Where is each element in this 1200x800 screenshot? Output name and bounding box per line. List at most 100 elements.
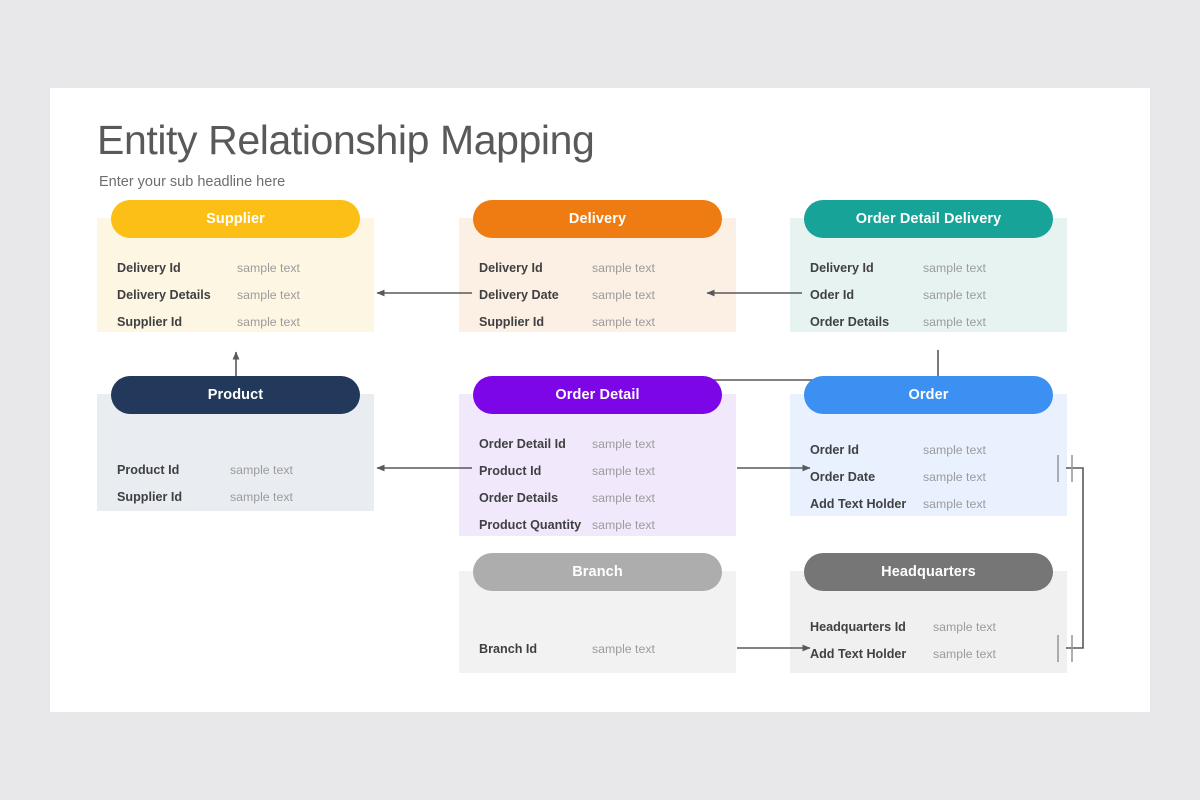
entity-headquarters-rows: Headquarters Id sample text Add Text Hol… — [790, 613, 1067, 667]
row-value: sample text — [592, 260, 655, 275]
row-key: Branch Id — [479, 641, 538, 656]
entity-order-rows: Order Id sample text Order Date sample t… — [790, 436, 1067, 517]
table-row: Product Id sample text — [459, 457, 736, 484]
slide-canvas: Entity Relationship Mapping Enter your s… — [50, 88, 1150, 712]
row-key: Delivery Id — [810, 260, 874, 275]
entity-headquarters[interactable]: Headquarters Headquarters Id sample text… — [790, 553, 1067, 673]
table-row: Add Text Holder sample text — [790, 490, 1067, 517]
row-value: sample text — [923, 287, 986, 302]
row-key: Product Quantity — [479, 517, 582, 532]
entity-supplier-rows: Delivery Id sample text Delivery Details… — [97, 254, 374, 335]
table-row: Supplier Id sample text — [97, 483, 374, 510]
table-row: Oder Id sample text — [790, 281, 1067, 308]
table-row: Order Date sample text — [790, 463, 1067, 490]
entity-order-detail-delivery[interactable]: Order Detail Delivery Delivery Id sample… — [790, 200, 1067, 332]
row-value: sample text — [923, 496, 986, 511]
page-subtitle: Enter your sub headline here — [99, 174, 286, 190]
entity-order-detail[interactable]: Order Detail Order Detail Id sample text… — [459, 376, 736, 536]
table-row: Order Details sample text — [790, 308, 1067, 335]
table-row: Supplier Id sample text — [97, 308, 374, 335]
entity-order-header: Order — [804, 376, 1053, 414]
row-key: Order Detail Id — [479, 436, 566, 451]
row-value: sample text — [592, 641, 655, 656]
entity-product[interactable]: Product Product Id sample text Supplier … — [97, 376, 374, 511]
row-value: sample text — [923, 260, 986, 275]
table-row: Product Quantity sample text — [459, 511, 736, 538]
row-key: Add Text Holder — [810, 496, 907, 511]
entity-branch-header: Branch — [473, 553, 722, 591]
entity-order-title: Order — [908, 387, 949, 403]
entity-product-rows: Product Id sample text Supplier Id sampl… — [97, 456, 374, 510]
row-value: sample text — [230, 489, 293, 504]
entity-order-detail-body — [459, 394, 736, 536]
table-row: Delivery Date sample text — [459, 281, 736, 308]
row-key: Delivery Details — [117, 287, 211, 302]
table-row: Add Text Holder sample text — [790, 640, 1067, 667]
row-key: Add Text Holder — [810, 646, 907, 661]
row-key: Product Id — [117, 462, 180, 477]
entity-headquarters-title: Headquarters — [881, 564, 976, 580]
entity-order-detail-header: Order Detail — [473, 376, 722, 414]
table-row: Order Details sample text — [459, 484, 736, 511]
row-key: Order Details — [810, 314, 890, 329]
table-row: Delivery Details sample text — [97, 281, 374, 308]
table-row: Order Detail Id sample text — [459, 430, 736, 457]
entity-order-detail-delivery-rows: Delivery Id sample text Oder Id sample t… — [790, 254, 1067, 335]
row-value: sample text — [237, 314, 300, 329]
row-key: Delivery Id — [479, 260, 543, 275]
table-row: Headquarters Id sample text — [790, 613, 1067, 640]
row-key: Product Id — [479, 463, 542, 478]
row-value: sample text — [933, 646, 996, 661]
entity-headquarters-header: Headquarters — [804, 553, 1053, 591]
entity-delivery-rows: Delivery Id sample text Delivery Date sa… — [459, 254, 736, 335]
row-value: sample text — [230, 462, 293, 477]
table-row: Branch Id sample text — [459, 635, 736, 662]
page-title: Entity Relationship Mapping — [97, 117, 595, 163]
row-value: sample text — [592, 517, 655, 532]
entity-delivery-title: Delivery — [568, 211, 627, 227]
entity-order-detail-delivery-header: Order Detail Delivery — [804, 200, 1053, 238]
table-row: Delivery Id sample text — [459, 254, 736, 281]
entity-product-header: Product — [111, 376, 360, 414]
table-row: Supplier Id sample text — [459, 308, 736, 335]
row-value: sample text — [592, 436, 655, 451]
row-key: Headquarters Id — [810, 619, 906, 634]
row-key: Order Details — [479, 490, 559, 505]
entity-order-detail-rows: Order Detail Id sample text Product Id s… — [459, 430, 736, 538]
row-key: Delivery Date — [479, 287, 559, 302]
row-value: sample text — [592, 490, 655, 505]
entity-supplier-header: Supplier — [111, 200, 360, 238]
row-key: Supplier Id — [479, 314, 545, 329]
row-value: sample text — [237, 260, 300, 275]
entity-order-detail-delivery-title: Order Detail Delivery — [855, 211, 1002, 227]
row-value: sample text — [592, 314, 655, 329]
row-key: Delivery Id — [117, 260, 181, 275]
row-value: sample text — [592, 463, 655, 478]
entity-delivery-header: Delivery — [473, 200, 722, 238]
table-row: Product Id sample text — [97, 456, 374, 483]
row-key: Supplier Id — [117, 489, 183, 504]
row-key: Order Id — [810, 442, 859, 457]
table-row: Order Id sample text — [790, 436, 1067, 463]
row-value: sample text — [923, 469, 986, 484]
entity-order-detail-title: Order Detail — [555, 387, 640, 403]
row-key: Supplier Id — [117, 314, 183, 329]
table-row: Delivery Id sample text — [790, 254, 1067, 281]
row-value: sample text — [923, 442, 986, 457]
entity-branch-title: Branch — [572, 564, 623, 580]
entity-branch-rows: Branch Id sample text — [459, 635, 736, 662]
row-value: sample text — [592, 287, 655, 302]
entity-branch[interactable]: Branch Branch Id sample text — [459, 553, 736, 673]
row-value: sample text — [923, 314, 986, 329]
table-row: Delivery Id sample text — [97, 254, 374, 281]
entity-delivery[interactable]: Delivery Delivery Id sample text Deliver… — [459, 200, 736, 332]
entity-order-body — [790, 394, 1067, 516]
row-value: sample text — [933, 619, 996, 634]
row-key: Oder Id — [810, 287, 855, 302]
entity-supplier[interactable]: Supplier Delivery Id sample text Deliver… — [97, 200, 374, 332]
row-value: sample text — [237, 287, 300, 302]
entity-supplier-title: Supplier — [206, 211, 265, 227]
row-key: Order Date — [810, 469, 876, 484]
entity-order[interactable]: Order Order Id sample text Order Date sa… — [790, 376, 1067, 516]
entity-product-title: Product — [207, 387, 264, 403]
